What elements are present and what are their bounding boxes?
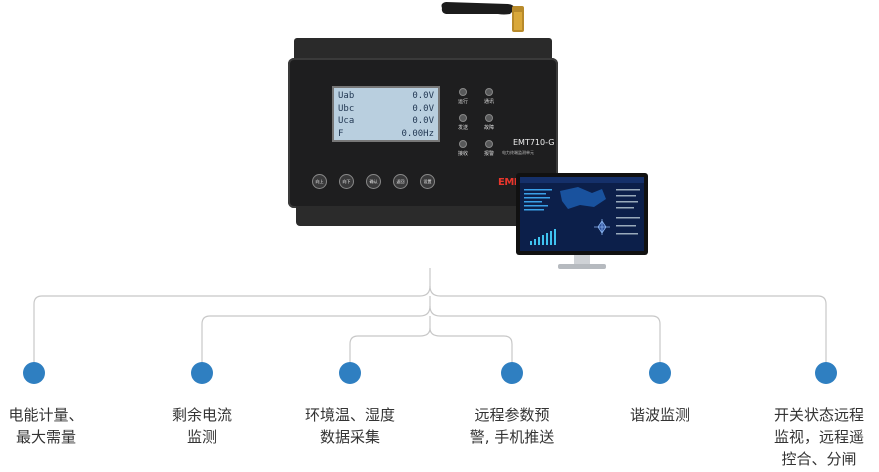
- feature-label-residual-current: 剩余电流监测: [171, 406, 232, 446]
- led-fault: 故障: [484, 114, 494, 131]
- back-button[interactable]: 返回: [393, 174, 408, 189]
- settings-button[interactable]: 设置: [420, 174, 435, 189]
- feature-dot-harmonic: [649, 362, 671, 384]
- led-send: 发送: [458, 114, 468, 131]
- led-run: 运行: [458, 88, 468, 105]
- monitor: [516, 173, 648, 275]
- monitor-screen: [516, 173, 648, 255]
- monitor-base: [558, 264, 606, 269]
- led-icon: [485, 140, 493, 148]
- feature-label-remote-alert: 远程参数预警, 手机推送: [469, 406, 555, 446]
- down-button[interactable]: 向下: [339, 174, 354, 189]
- led-icon: [485, 88, 493, 96]
- feature-dot-energy: [23, 362, 45, 384]
- feature-dot-environment: [339, 362, 361, 384]
- device-bottom-rail: [296, 206, 550, 226]
- feature-dot-switch-status: [815, 362, 837, 384]
- model-name: EMT710-G: [513, 138, 555, 147]
- feature-label-energy: 电能计量、最大需量: [8, 406, 84, 446]
- feature-label-switch-status: 开关状态远程监视，远程遥控合、分闸: [773, 406, 864, 468]
- dashboard-screenshot: [520, 177, 644, 251]
- dashboard-graphic: [520, 177, 644, 245]
- device-top-rail: [294, 38, 552, 60]
- confirm-button[interactable]: 确认: [366, 174, 381, 189]
- brand-logo: EMK: [498, 177, 522, 188]
- led-icon: [459, 88, 467, 96]
- feature-dot-residual-current: [191, 362, 213, 384]
- led-comm: 通讯: [484, 88, 494, 105]
- monitor-stand: [574, 255, 590, 265]
- led-icon: [459, 140, 467, 148]
- model-subtitle: 电力终端监测单元: [502, 150, 534, 155]
- antenna: [441, 2, 524, 32]
- led-icon: [485, 114, 493, 122]
- led-receive: 接收: [458, 140, 468, 157]
- feature-label-harmonic: 谐波监测: [629, 406, 690, 424]
- feature-dot-remote-alert: [501, 362, 523, 384]
- up-button[interactable]: 向上: [312, 174, 327, 189]
- feature-label-environment: 环境温、湿度数据采集: [304, 406, 395, 446]
- led-alarm: 报警: [484, 140, 494, 157]
- led-icon: [459, 114, 467, 122]
